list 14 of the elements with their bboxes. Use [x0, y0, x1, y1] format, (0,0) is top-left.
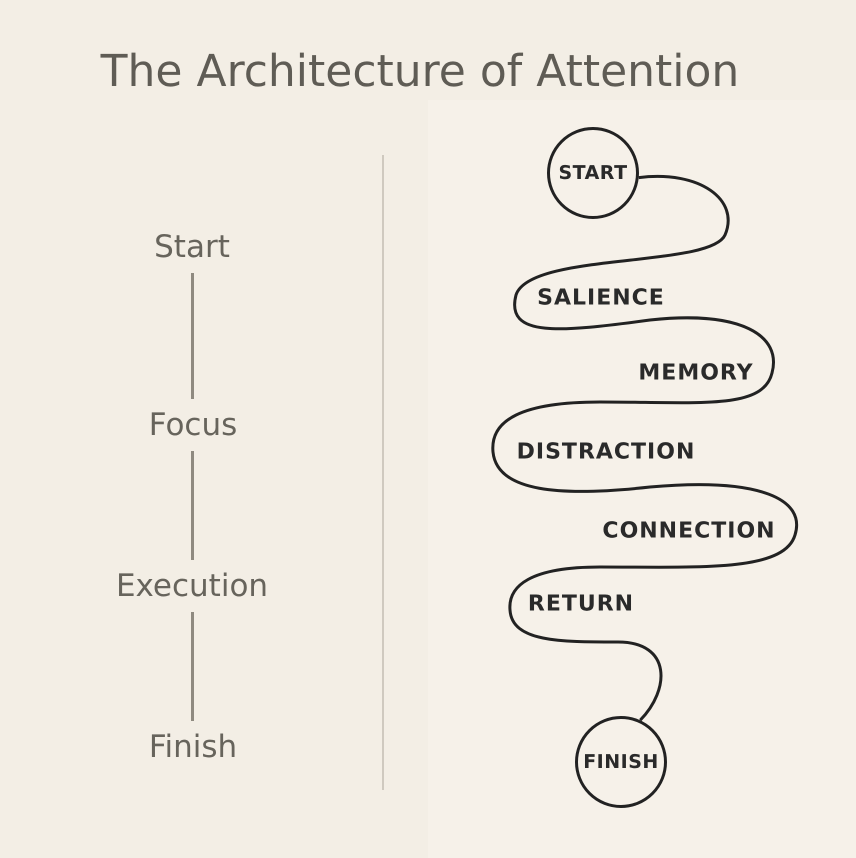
stage-label: Execution [116, 568, 268, 604]
path-label: CONNECTION [602, 518, 776, 544]
path-label: RETURN [528, 592, 634, 616]
diagram-title: The Architecture of Attention [100, 46, 740, 97]
stage-label: Focus [148, 407, 238, 443]
connector-line [191, 273, 194, 399]
connector-line [191, 451, 194, 560]
stage-label: Finish [148, 729, 238, 765]
connector-line [191, 612, 194, 721]
path-label: MEMORY [638, 360, 754, 386]
path-label: SALIENCE [537, 286, 665, 310]
stage-label: Start [154, 229, 230, 265]
winding-path [492, 175, 797, 722]
path-label: DISTRACTION [516, 440, 696, 464]
